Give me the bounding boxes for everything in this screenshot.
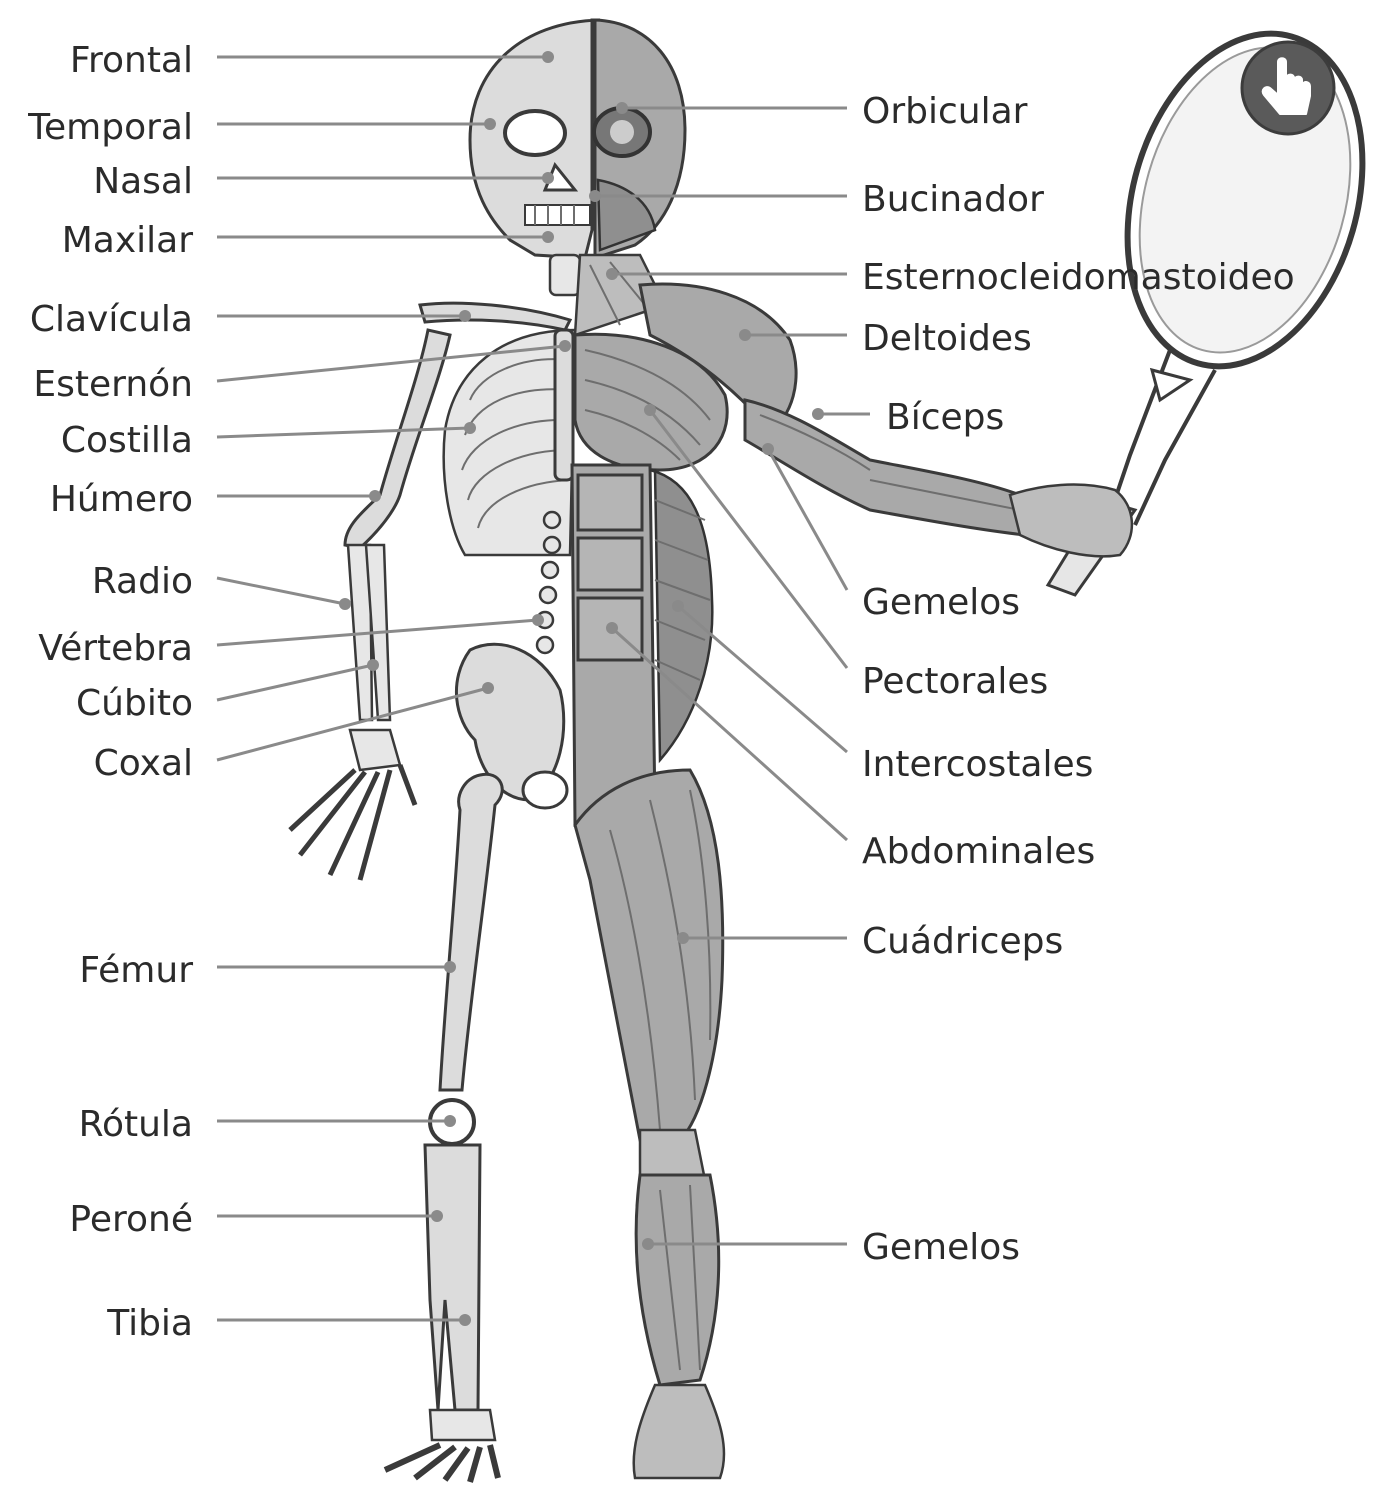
label-orbicular: Orbicular [862,91,1028,132]
label-clavicula: Clavícula [30,299,193,340]
label-maxilar: Maxilar [62,220,193,261]
label-humero: Húmero [50,479,193,520]
label-frontal: Frontal [70,40,193,81]
label-biceps: Bíceps [886,397,1004,438]
hand-pointer-badge[interactable] [1242,42,1334,134]
label-radio: Radio [92,561,193,602]
label-gemelos-arm: Gemelos [862,582,1020,623]
label-coxal: Coxal [94,743,193,784]
label-esternocleidomastoideo: Esternocleidomastoideo [862,257,1295,298]
label-cuadriceps: Cuádriceps [862,921,1063,962]
label-abdominales: Abdominales [862,831,1095,872]
label-temporal: Temporal [27,107,193,148]
label-gemelos-leg: Gemelos [862,1227,1020,1268]
label-femur: Fémur [79,950,193,991]
label-bucinador: Bucinador [862,179,1044,220]
label-vertebra: Vértebra [38,628,193,669]
label-perone: Peroné [69,1199,193,1240]
label-costilla: Costilla [61,420,193,461]
labels-right: Orbicular Bucinador Esternocleidomastoid… [862,91,1295,1268]
label-intercostales: Intercostales [862,744,1093,785]
label-esternon: Esternón [33,364,193,405]
labels-left: Frontal Temporal Nasal Maxilar Clavícula… [27,40,193,1344]
label-tibia: Tibia [106,1303,193,1344]
label-cubito: Cúbito [76,683,193,724]
label-deltoides: Deltoides [862,318,1032,359]
label-nasal: Nasal [93,161,193,202]
label-pectorales: Pectorales [862,661,1048,702]
label-rotula: Rótula [79,1104,193,1145]
